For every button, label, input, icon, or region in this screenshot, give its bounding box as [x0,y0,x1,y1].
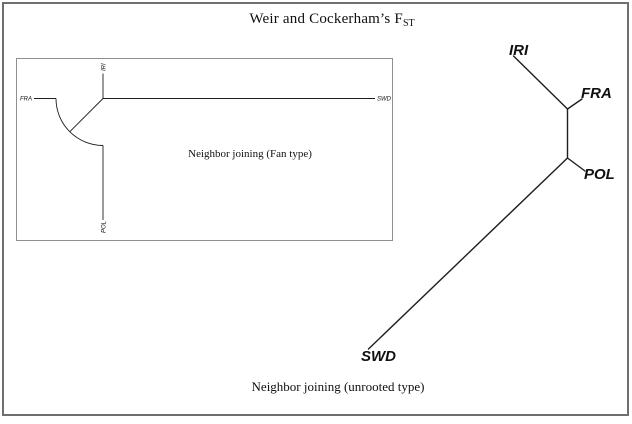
fan-arc-connector [55,98,104,146]
unrooted-branch-pol [566,157,586,172]
fan-taxon-label-swd: SWD [377,97,392,103]
unrooted-caption: Neighbor joining (unrooted type) [251,379,425,394]
page-title-text: Weir and Cockerham’s F [249,11,403,27]
page-title: Weir and Cockerham’s FST [249,11,415,29]
unrooted-taxon-label-iri: IRI [509,42,529,59]
fan-panel-box [16,58,393,241]
unrooted-taxon-label-fra: FRA [581,85,612,102]
unrooted-taxon-label-swd: SWD [361,348,396,365]
unrooted-taxon-label-pol: POL [584,166,615,183]
unrooted-branch-iri [512,55,569,110]
fan-taxon-label-fra: FRA [20,97,32,103]
page-title-subscript: ST [402,18,415,29]
fan-branch-internal [69,98,104,133]
unrooted-branch-swd [367,157,569,350]
fan-taxon-label-pol: POL [102,221,108,233]
fan-caption: Neighbor joining (Fan type) [188,148,312,160]
unrooted-branch-fra [566,98,583,110]
fan-taxon-label-iri: IRI [102,63,108,71]
